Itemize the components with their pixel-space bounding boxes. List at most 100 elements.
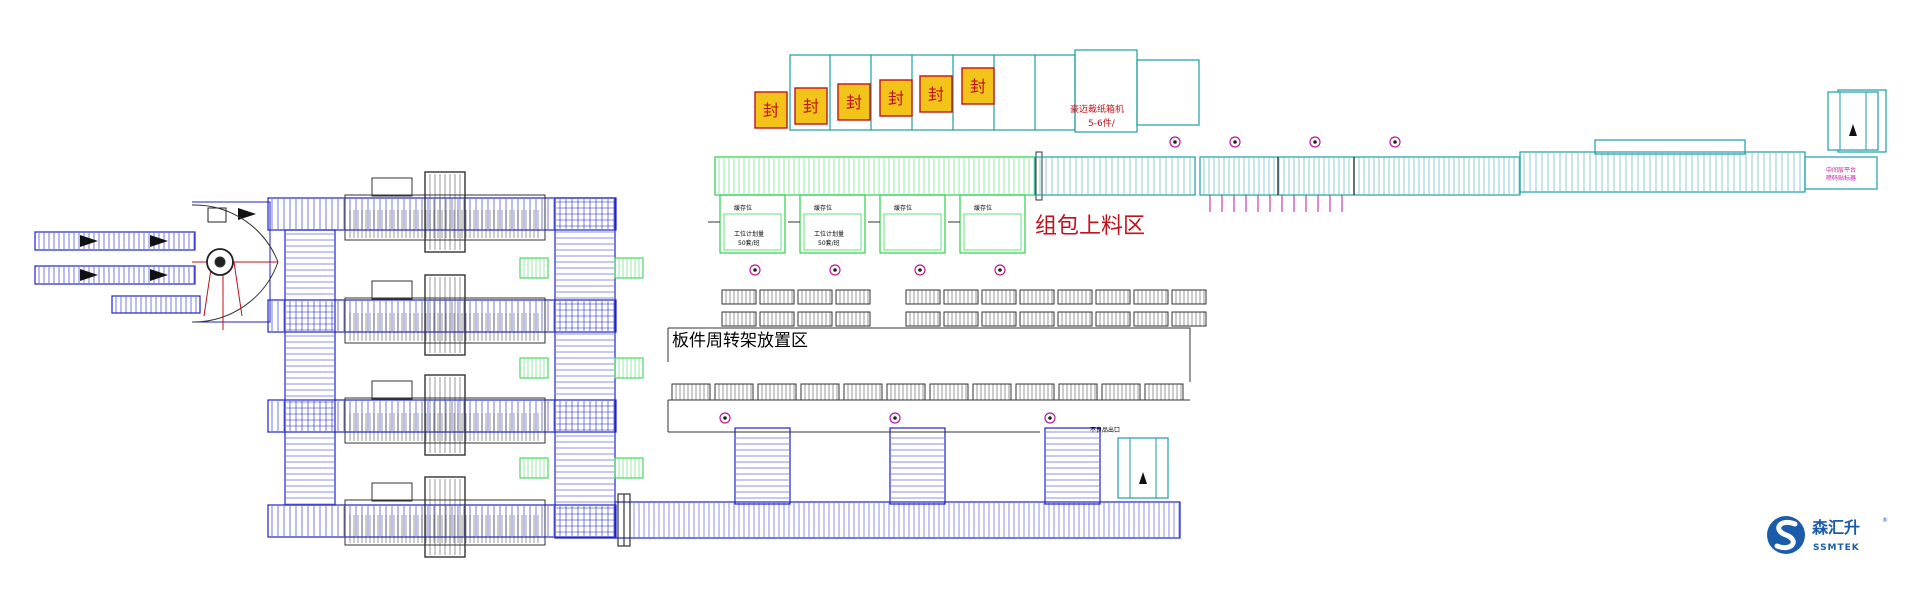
rack	[981, 289, 1017, 305]
warning-sign	[879, 79, 913, 117]
rack	[886, 383, 926, 401]
packing-station	[719, 194, 786, 254]
brand-registered: ®	[1882, 517, 1888, 524]
rack-area-label: 板件周转架放置区	[672, 331, 808, 351]
rack	[1058, 383, 1098, 401]
processing-machines	[344, 171, 546, 558]
brand-logo: 森汇升 ® SSMTEK	[1767, 516, 1888, 554]
warning-signs: 封封封封封封	[754, 67, 995, 129]
warning-sign	[794, 87, 828, 125]
rack	[943, 289, 979, 305]
green-rack	[519, 257, 549, 279]
warning-sign	[837, 83, 871, 121]
warning-sign-text: 封	[846, 93, 862, 112]
rack	[797, 311, 833, 327]
rack	[1133, 311, 1169, 327]
warning-sign-text: 封	[970, 77, 986, 96]
rack	[1057, 289, 1093, 305]
green-buffer-racks	[519, 257, 644, 479]
warning-sign	[961, 67, 995, 105]
station-plan-label: 工位计划量	[734, 230, 764, 238]
scanner-gate	[617, 493, 631, 547]
green-rack	[519, 357, 549, 379]
rack	[759, 311, 795, 327]
operator-marker	[1169, 136, 1181, 148]
operator-marker	[749, 264, 761, 276]
right-note-2: 喷码贴标器	[1826, 174, 1856, 182]
bottom-conveyor	[614, 427, 1181, 539]
carton-rate-label: 5-6件/	[1088, 117, 1116, 129]
infeed-arrows	[80, 208, 256, 281]
station-rate-label: 50套/班	[818, 239, 840, 247]
scanner-post	[1035, 151, 1043, 201]
rack	[721, 311, 757, 327]
rack	[671, 383, 711, 401]
warning-sign-text: 封	[803, 97, 819, 116]
processing-machine	[344, 274, 546, 356]
pending-position-label: 缓存位	[814, 204, 832, 212]
rack	[843, 383, 883, 401]
rack	[835, 311, 871, 327]
pending-position-label: 缓存位	[974, 204, 992, 212]
rack	[757, 383, 797, 401]
processing-machine	[344, 476, 546, 558]
rack	[1095, 311, 1131, 327]
warning-sign-text: 封	[928, 85, 944, 104]
rack	[835, 289, 871, 305]
operator-marker	[1389, 136, 1401, 148]
rack	[1095, 289, 1131, 305]
warning-sign-text: 封	[763, 101, 779, 120]
rack	[1057, 311, 1093, 327]
rack	[721, 289, 757, 305]
station-rate-label: 50套/班	[738, 239, 760, 247]
green-rack	[614, 457, 644, 479]
rack	[943, 311, 979, 327]
rack	[929, 383, 969, 401]
operator-marker	[1229, 136, 1241, 148]
warning-sign-text: 封	[888, 89, 904, 108]
operator-marker	[719, 412, 731, 424]
rack	[1171, 289, 1207, 305]
operator-marker	[829, 264, 841, 276]
rack-rows	[671, 289, 1207, 401]
carton-machine-label: 豪迈裁纸箱机	[1070, 103, 1124, 115]
packing-stations	[708, 151, 1043, 254]
packing-conveyor	[714, 156, 1036, 196]
pending-position-label: 缓存位	[734, 204, 752, 212]
brand-name-cn: 森汇升	[1812, 518, 1860, 537]
infeed-conveyors	[34, 231, 201, 314]
pending-position-label: 缓存位	[894, 204, 912, 212]
green-rack	[519, 457, 549, 479]
turntable-robot	[191, 201, 279, 330]
blue-conveyor-grid	[267, 197, 617, 539]
processing-machine	[344, 374, 546, 456]
rack	[972, 383, 1012, 401]
brand-name-en: SSMTEK	[1813, 543, 1860, 553]
right-note-1: 中间层平台	[1826, 166, 1856, 174]
rack	[1015, 383, 1055, 401]
station-labels: 缓存位缓存位缓存位缓存位工位计划量50套/班工位计划量50套/班	[734, 204, 992, 247]
rack	[905, 311, 941, 327]
top-right-tower	[1827, 91, 1879, 151]
operator-marker	[994, 264, 1006, 276]
packing-station	[879, 194, 946, 254]
operator-marker	[1309, 136, 1321, 148]
processing-machine	[344, 171, 546, 253]
finished-exit-label: 不良品出口	[1090, 426, 1120, 434]
rack	[800, 383, 840, 401]
rack	[1101, 383, 1141, 401]
rack	[1144, 383, 1184, 401]
operator-marker	[889, 412, 901, 424]
rack	[1019, 311, 1055, 327]
rack	[759, 289, 795, 305]
exit-station-bottom	[1117, 437, 1169, 499]
station-plan-label: 工位计划量	[814, 230, 844, 238]
packing-conveyor-line	[1034, 89, 1887, 212]
operator-marker	[914, 264, 926, 276]
rack	[1171, 311, 1207, 327]
operator-marker	[1044, 412, 1056, 424]
rack	[1133, 289, 1169, 305]
rack	[797, 289, 833, 305]
packing-area-label: 组包上料区	[1035, 214, 1145, 239]
